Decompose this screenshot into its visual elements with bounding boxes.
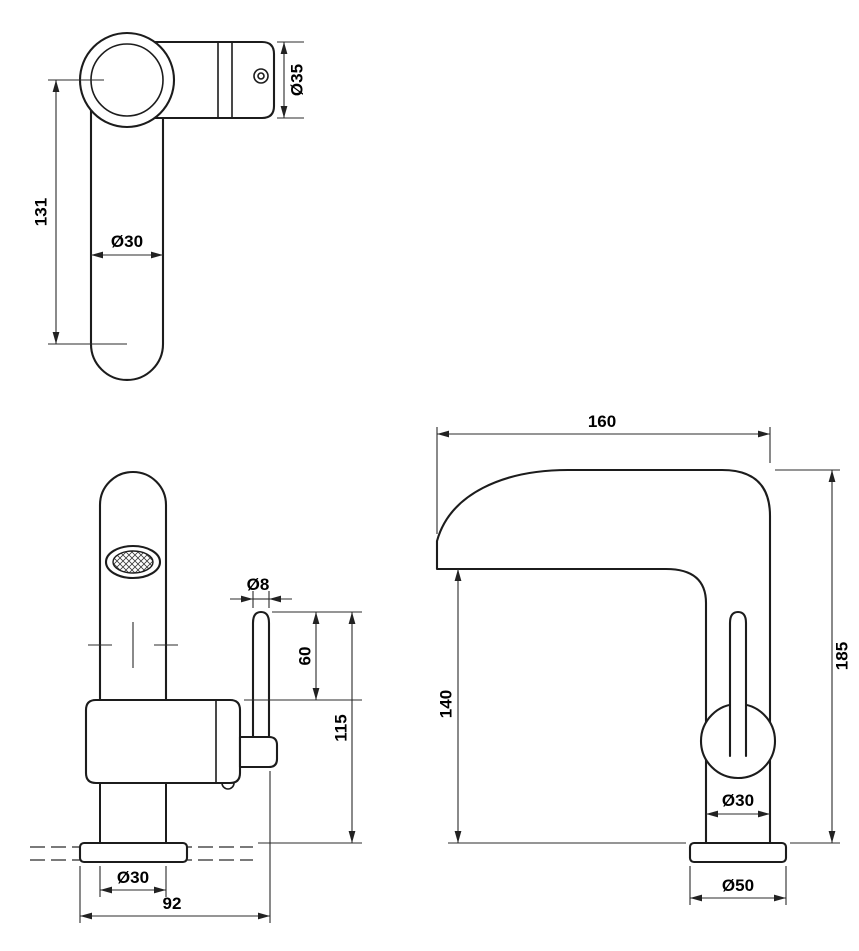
set-screw-circle xyxy=(253,68,269,84)
dimension-label-d30: Ø30 xyxy=(111,232,143,251)
top-view: Ø35 131 Ø30 xyxy=(31,31,306,381)
side-view: 160 140 185 Ø30 Ø50 xyxy=(435,412,851,905)
dimension-label-d50: Ø50 xyxy=(722,876,754,895)
dimension-label-d35: Ø35 xyxy=(287,64,306,96)
front-view: Ø8 60 115 Ø30 92 xyxy=(30,470,362,923)
dimension-label-140: 140 xyxy=(436,690,455,718)
aerator-mesh xyxy=(112,550,154,574)
set-screw-bump xyxy=(221,782,235,790)
base-flange-side xyxy=(688,841,788,864)
set-screw-dot xyxy=(257,72,265,80)
dimension-label-60: 60 xyxy=(295,647,314,666)
spout-and-riser-profile xyxy=(435,468,772,845)
valve-body-front xyxy=(84,698,242,785)
handle-lever-side xyxy=(728,610,748,758)
handle-lever-front xyxy=(251,610,271,744)
base-flange-front xyxy=(78,841,189,864)
spout-riser-front xyxy=(98,470,168,700)
dimension-label-131: 131 xyxy=(31,198,50,226)
dimension-label-d30: Ø30 xyxy=(722,791,754,810)
handle-pivot-block xyxy=(238,735,279,769)
dimension-label-92: 92 xyxy=(163,894,182,913)
dimension-label-115: 115 xyxy=(331,714,350,741)
dimension-label-160: 160 xyxy=(588,412,616,431)
dimension-label-d8: Ø8 xyxy=(247,575,270,594)
dimension-label-d30: Ø30 xyxy=(117,868,149,887)
spout-tube-plan xyxy=(89,100,165,381)
dimension-label-185: 185 xyxy=(832,642,851,670)
